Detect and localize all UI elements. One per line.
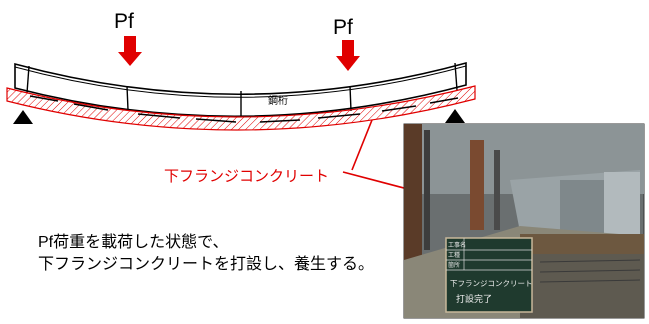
caption: Pf荷重を載荷した状態で、 下フランジコンクリートを打設し、養生する。: [38, 232, 374, 276]
load-arrow-left: [118, 36, 142, 66]
callout-label: 下フランジコンクリート: [164, 167, 329, 185]
top-flange-line: [14, 65, 467, 98]
load-label-right: Pf: [333, 16, 353, 39]
caption-line2: 下フランジコンクリートを打設し、養生する。: [38, 256, 375, 273]
rebar-dashes: [29, 95, 459, 123]
board-label-koshu: 工種: [448, 251, 460, 259]
load-label-left: Pf: [114, 10, 134, 33]
stiffeners: [26, 62, 458, 117]
callout-leader: [351, 119, 373, 171]
board-label-basho: 箇所: [448, 261, 460, 269]
beam-label: 鋼桁: [268, 94, 288, 107]
load-arrow-right: [336, 40, 360, 71]
right-support: [445, 109, 465, 123]
board-label-koji: 工事名: [448, 241, 466, 249]
bottom-flange-concrete: [6, 85, 476, 131]
board-line1: 下フランジコンクリート: [450, 279, 533, 288]
site-photo: 工事名 工種 箇所 下フランジコンクリート 打設完了: [403, 123, 645, 319]
caption-line1: Pf荷重を載荷した状態で、: [38, 234, 229, 251]
board-line2: 打設完了: [456, 293, 492, 305]
left-support: [13, 110, 33, 124]
